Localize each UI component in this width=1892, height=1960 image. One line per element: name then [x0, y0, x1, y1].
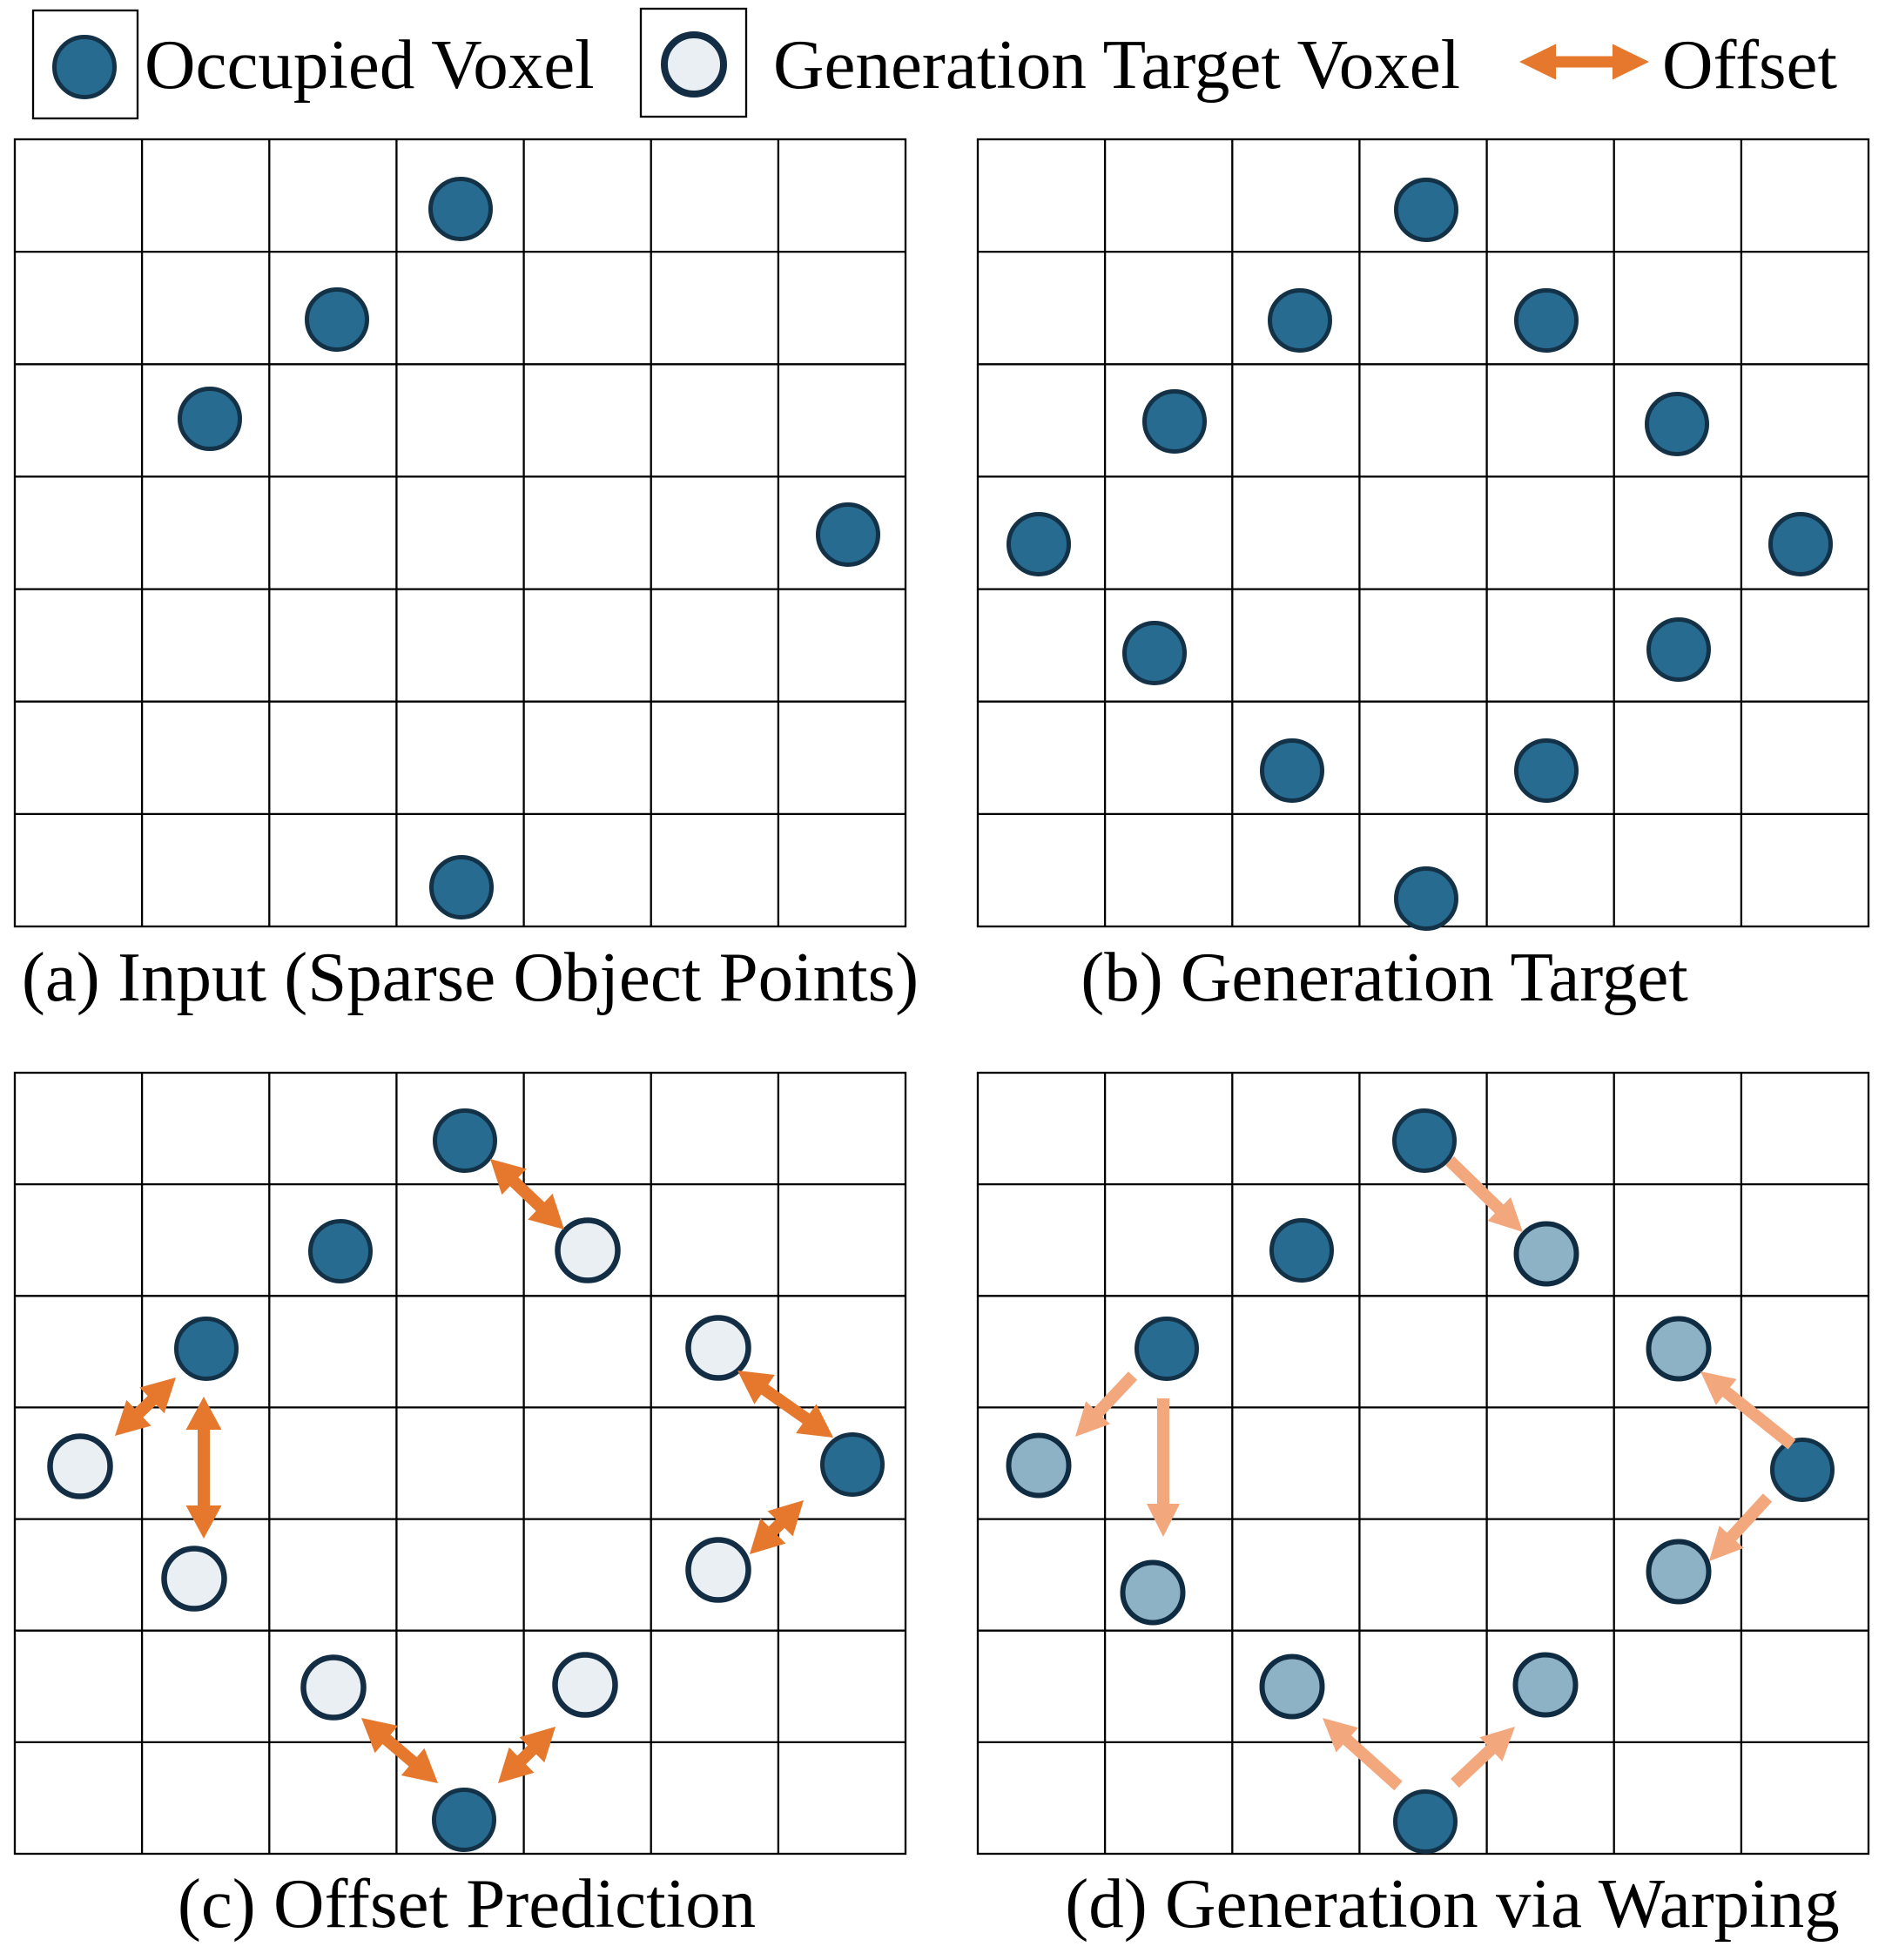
svg-text:Offset: Offset	[1662, 25, 1837, 104]
svg-text:(b) Generation Target: (b) Generation Target	[1081, 938, 1688, 1016]
svg-text:Generation Target Voxel: Generation Target Voxel	[773, 25, 1460, 104]
svg-text:Occupied Voxel: Occupied Voxel	[145, 25, 595, 104]
svg-text:(c) Offset Prediction: (c) Offset Prediction	[178, 1864, 756, 1943]
svg-text:(a) Input (Sparse Object Point: (a) Input (Sparse Object Points)	[22, 938, 919, 1016]
svg-text:(d) Generation via Warping: (d) Generation via Warping	[1065, 1864, 1839, 1943]
